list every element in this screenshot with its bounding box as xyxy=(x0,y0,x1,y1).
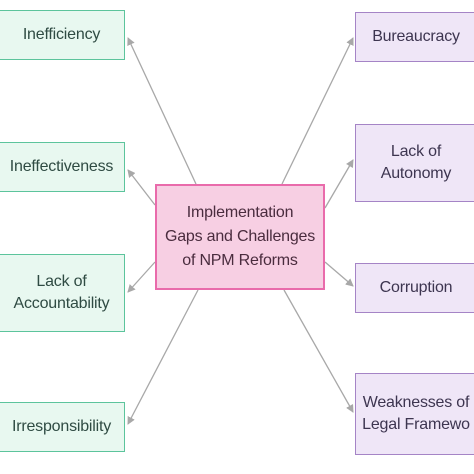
node-ineffectiveness-label: Ineffectiveness xyxy=(9,158,114,176)
center-line-2: Gaps and Challenges xyxy=(164,228,316,245)
node-weaknesses-of-legal-framework: Weaknesses of Legal Framewo xyxy=(355,373,474,455)
node-weaknesses-line-1: Weaknesses of xyxy=(362,394,470,412)
arrow-to-bureaucracy xyxy=(281,37,354,185)
node-lack-of-autonomy: Lack of Autonomy xyxy=(355,124,474,202)
node-lack-of-accountability-line-2: Accountability xyxy=(13,295,110,312)
center-line-3: of NPM Reforms xyxy=(182,252,298,269)
node-lack-of-accountability: Lack of Accountability xyxy=(0,254,125,332)
node-lack-of-autonomy-line-1: Lack of xyxy=(390,143,442,161)
arrow-to-irresponsibility xyxy=(127,289,199,425)
arrow-to-weaknesses-of-legal-framework xyxy=(283,289,354,413)
arrow-to-lack-of-accountability xyxy=(127,261,156,293)
node-inefficiency: Inefficiency xyxy=(0,10,125,60)
arrow-to-ineffectiveness xyxy=(127,169,156,206)
node-lack-of-autonomy-line-2: Autonomy xyxy=(380,165,452,182)
center-line-1: Implementation xyxy=(186,204,294,221)
node-corruption: Corruption xyxy=(355,263,474,313)
node-irresponsibility-label: Irresponsibility xyxy=(11,418,112,436)
node-weaknesses-line-2: Legal Framewo xyxy=(362,416,470,433)
node-bureaucracy: Bureaucracy xyxy=(355,12,474,62)
node-lack-of-accountability-line-1: Lack of xyxy=(36,273,87,291)
node-irresponsibility: Irresponsibility xyxy=(0,402,125,452)
arrow-to-inefficiency xyxy=(127,37,197,185)
arrow-to-lack-of-autonomy xyxy=(324,159,354,209)
node-bureaucracy-label: Bureaucracy xyxy=(372,28,460,46)
node-corruption-label: Corruption xyxy=(379,279,453,297)
center-topic: Implementation Gaps and Challenges of NP… xyxy=(155,184,325,290)
arrow-to-corruption xyxy=(324,261,354,287)
node-inefficiency-label: Inefficiency xyxy=(22,26,101,44)
node-ineffectiveness: Ineffectiveness xyxy=(0,142,125,192)
